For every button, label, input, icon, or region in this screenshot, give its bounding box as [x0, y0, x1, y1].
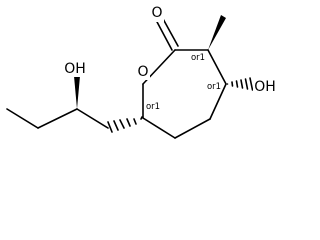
stereo-descriptors: or1 or1 or1: [146, 53, 221, 112]
stereo-descriptor-c4: or1: [207, 82, 221, 92]
atom-labels: O O OH OH: [63, 5, 277, 96]
bond-c8-c9: [76, 108, 109, 129]
bond-c3-c4: [207, 49, 227, 85]
wedge-c3-methyl: [208, 15, 226, 50]
ring-oxygen-label: O: [137, 64, 148, 80]
bond-c10-c11: [6, 108, 39, 129]
double-bond-line-2: [161, 16, 179, 47]
hash-c7-c8: [107, 116, 143, 133]
double-bond-line-1: [155, 19, 173, 51]
carbonyl-oxygen-label: O: [151, 5, 162, 21]
bond-c9-c10: [37, 108, 78, 129]
wedge-bonds: [74, 15, 226, 109]
bond-c6-c7: [142, 117, 176, 139]
hashed-bonds: [107, 77, 254, 133]
side-chain-hydroxyl-label: OH: [64, 61, 86, 77]
bond-c4-c5: [209, 83, 227, 120]
ring-hydroxyl-label: OH: [254, 79, 276, 95]
carbonyl-double-bond: [155, 16, 179, 51]
stereo-descriptor-c3: or1: [191, 53, 205, 63]
structural-formula: O O OH OH or1 or1 or1: [6, 5, 277, 139]
hash-c4-oh: [226, 77, 254, 91]
bond-c5-c6: [174, 118, 211, 139]
stereo-descriptor-c7: or1: [146, 102, 160, 112]
wedge-c9-oh: [74, 76, 80, 109]
